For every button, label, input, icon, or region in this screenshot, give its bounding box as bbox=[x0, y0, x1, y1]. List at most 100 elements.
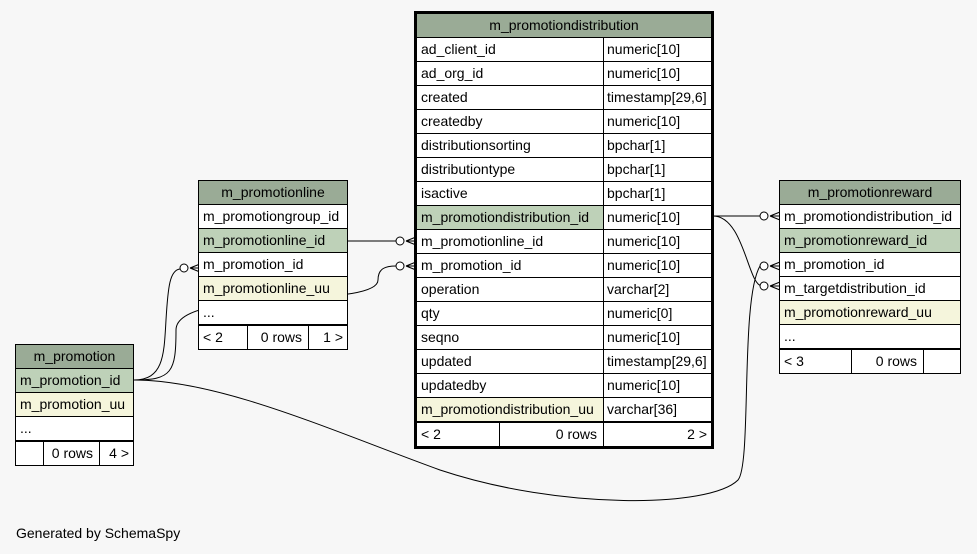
crowfoot-reward-promotion bbox=[769, 261, 781, 271]
crowfoot-reward-distribution bbox=[769, 211, 781, 221]
column-row[interactable]: seqno numeric[10] bbox=[417, 326, 711, 350]
column-name: distributionsorting bbox=[421, 137, 531, 153]
column-name: createdby bbox=[421, 113, 483, 129]
column-row[interactable]: distributionsorting bpchar[1] bbox=[417, 134, 711, 158]
table-footer: 0 rows 4 > bbox=[16, 441, 133, 465]
column-type: timestamp[29,6] bbox=[603, 86, 711, 109]
primary-key-row[interactable]: m_promotion_id bbox=[16, 369, 133, 393]
column-row[interactable]: created timestamp[29,6] bbox=[417, 86, 711, 110]
primary-key-row[interactable]: m_promotionline_id bbox=[199, 229, 347, 253]
column-name: m_targetdistribution_id bbox=[784, 280, 926, 296]
column-name: m_promotion_id bbox=[16, 369, 133, 392]
column-row[interactable]: operation varchar[2] bbox=[417, 278, 711, 302]
children-count[interactable]: 1 > bbox=[308, 326, 347, 349]
column-type: numeric[10] bbox=[603, 230, 711, 253]
column-name: operation bbox=[421, 281, 480, 297]
edge-promotion-reward bbox=[133, 265, 761, 502]
table-m-promotionline[interactable]: m_promotionline m_promotiongroup_id m_pr… bbox=[198, 180, 348, 350]
column-name: ... bbox=[203, 304, 215, 320]
column-row[interactable]: m_promotiongroup_id bbox=[199, 205, 347, 229]
column-name: m_promotionline_id bbox=[421, 233, 544, 249]
column-name: qty bbox=[421, 305, 440, 321]
parents-count[interactable]: < 2 bbox=[203, 329, 223, 345]
table-title: m_promotionline bbox=[199, 181, 347, 205]
column-name: m_promotiondistribution_uu bbox=[417, 398, 603, 421]
row-count: 0 rows bbox=[499, 423, 603, 446]
uuid-column-row[interactable]: m_promotion_uu bbox=[16, 393, 133, 417]
column-type: numeric[10] bbox=[603, 110, 711, 133]
optional-marker bbox=[759, 211, 769, 221]
column-type: varchar[2] bbox=[603, 278, 711, 301]
column-row[interactable]: createdby numeric[10] bbox=[417, 110, 711, 134]
table-title: m_promotionreward bbox=[780, 181, 960, 205]
column-name: m_promotiongroup_id bbox=[203, 208, 340, 224]
more-columns-row[interactable]: ... bbox=[780, 325, 960, 349]
column-name: ad_client_id bbox=[421, 41, 496, 57]
table-footer: < 2 0 rows 2 > bbox=[417, 422, 711, 446]
column-row[interactable]: ad_client_id numeric[10] bbox=[417, 38, 711, 62]
column-name: seqno bbox=[421, 329, 460, 345]
column-type: timestamp[29,6] bbox=[603, 350, 711, 373]
column-name: m_promotionreward_id bbox=[780, 229, 960, 252]
parents-count[interactable] bbox=[16, 442, 43, 465]
column-name: ... bbox=[20, 420, 32, 436]
column-row[interactable]: updated timestamp[29,6] bbox=[417, 350, 711, 374]
parents-count[interactable]: < 3 bbox=[784, 353, 804, 369]
column-row[interactable]: updatedby numeric[10] bbox=[417, 374, 711, 398]
table-footer: < 3 0 rows bbox=[780, 349, 960, 373]
column-row[interactable]: m_promotionline_id numeric[10] bbox=[417, 230, 711, 254]
more-columns-row[interactable]: ... bbox=[199, 301, 347, 325]
table-m-promotion[interactable]: m_promotion m_promotion_id m_promotion_u… bbox=[15, 344, 134, 466]
table-title: m_promotiondistribution bbox=[417, 14, 711, 38]
column-type: bpchar[1] bbox=[603, 134, 711, 157]
column-name: updatedby bbox=[421, 377, 487, 393]
more-columns-row[interactable]: ... bbox=[16, 417, 133, 441]
optional-marker bbox=[395, 236, 405, 246]
column-row[interactable]: m_promotiondistribution_id bbox=[780, 205, 960, 229]
uuid-column-row[interactable]: m_promotionline_uu bbox=[199, 277, 347, 301]
column-type: numeric[10] bbox=[603, 326, 711, 349]
column-name: updated bbox=[421, 353, 472, 369]
optional-marker bbox=[759, 261, 769, 271]
table-footer: < 2 0 rows 1 > bbox=[199, 325, 347, 349]
column-type: numeric[10] bbox=[603, 374, 711, 397]
edge-promotion-promotionline bbox=[133, 268, 181, 381]
column-name: m_promotion_id bbox=[784, 256, 885, 272]
column-name: distributiontype bbox=[421, 161, 516, 177]
optional-marker bbox=[395, 261, 405, 271]
uuid-column-row[interactable]: m_promotionreward_uu bbox=[780, 301, 960, 325]
optional-marker bbox=[179, 263, 189, 273]
children-count[interactable] bbox=[923, 350, 960, 373]
column-row[interactable]: m_targetdistribution_id bbox=[780, 277, 960, 301]
table-title: m_promotion bbox=[16, 345, 133, 369]
column-type: numeric[10] bbox=[603, 254, 711, 277]
row-count: 0 rows bbox=[247, 326, 308, 349]
column-name: m_promotionline_id bbox=[199, 229, 347, 252]
table-m-promotionreward[interactable]: m_promotionreward m_promotiondistributio… bbox=[779, 180, 961, 374]
column-row[interactable]: m_promotion_id bbox=[199, 253, 347, 277]
column-row[interactable]: m_promotion_id bbox=[780, 253, 960, 277]
column-name: created bbox=[421, 89, 468, 105]
edge-distribution-reward-target bbox=[712, 215, 763, 287]
column-name: isactive bbox=[421, 185, 468, 201]
column-type: numeric[10] bbox=[603, 38, 711, 61]
parents-count[interactable]: < 2 bbox=[421, 426, 441, 442]
column-name: m_promotionreward_uu bbox=[780, 301, 960, 324]
children-count[interactable]: 2 > bbox=[603, 423, 711, 446]
row-count: 0 rows bbox=[43, 442, 99, 465]
generator-credit: Generated by SchemaSpy bbox=[16, 525, 181, 541]
column-name: m_promotion_id bbox=[203, 256, 304, 272]
primary-key-row[interactable]: m_promotionreward_id bbox=[780, 229, 960, 253]
children-count[interactable]: 4 > bbox=[99, 442, 133, 465]
row-count: 0 rows bbox=[851, 350, 923, 373]
column-type: varchar[36] bbox=[603, 398, 711, 421]
